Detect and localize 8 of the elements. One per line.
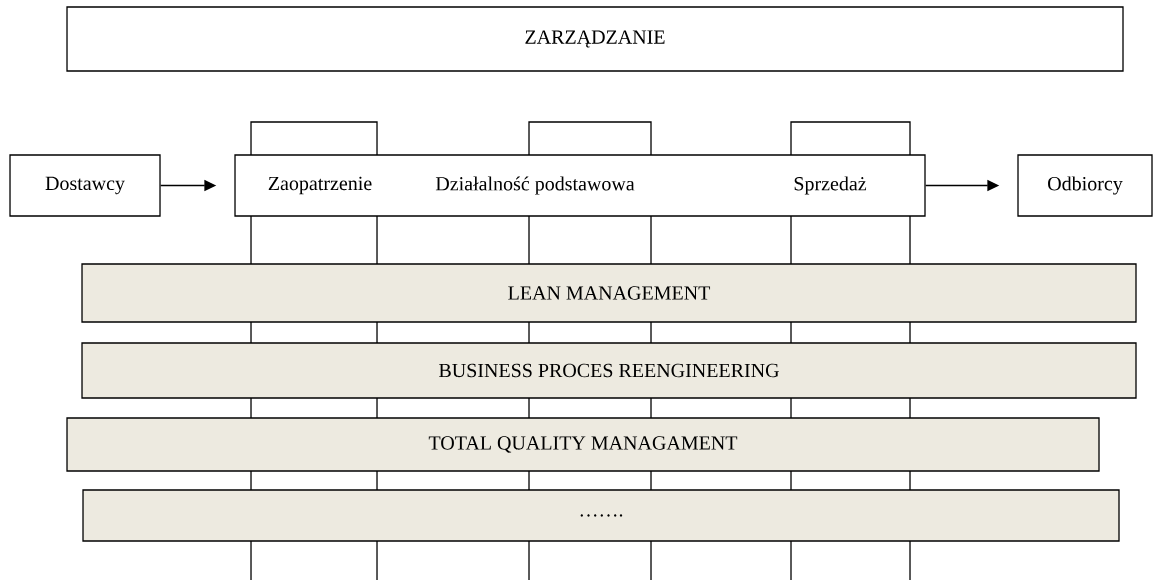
- process-box: Odbiorcy: [1017, 154, 1153, 217]
- method-band: BUSINESS PROCES REENGINEERING: [81, 342, 1137, 399]
- method-band: …….: [82, 489, 1120, 542]
- process-box: Dostawcy: [9, 154, 161, 217]
- process-box: Zaopatrzenie Działalność podstawowa Sprzedaż: [234, 154, 926, 217]
- heading-box: ZARZĄDZANIE: [66, 6, 1124, 72]
- method-band: TOTAL QUALITY MANAGAMENT: [66, 417, 1100, 472]
- method-band: LEAN MANAGEMENT: [81, 263, 1137, 323]
